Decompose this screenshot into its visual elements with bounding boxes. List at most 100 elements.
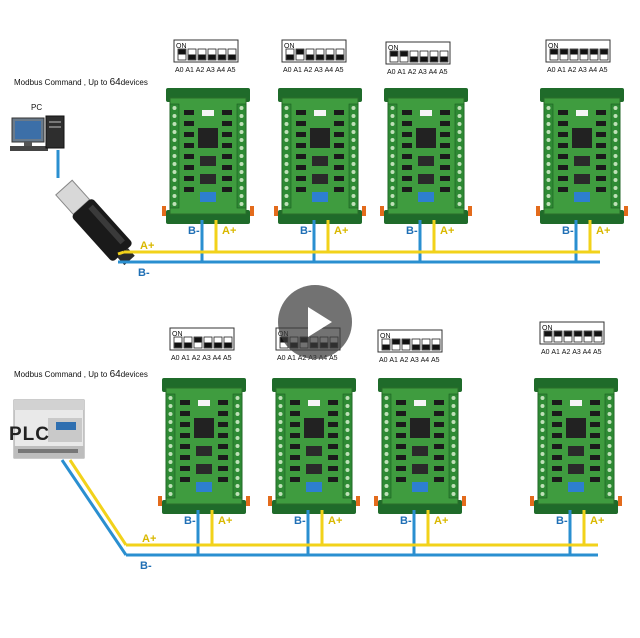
dip-switch-lever: [560, 49, 568, 55]
relay-chip: [328, 466, 338, 471]
dip-pin-label: A0: [283, 67, 292, 74]
relay-chip: [402, 132, 412, 137]
dip-switch-lever: [224, 342, 232, 348]
a-plus-label: A+: [218, 515, 232, 527]
ic-chip: [196, 464, 212, 474]
relay-chip: [434, 433, 444, 438]
a-plus-label: A+: [590, 515, 604, 527]
terminal-screw: [390, 130, 395, 134]
terminal-screw: [540, 420, 545, 424]
led-strip: [576, 110, 588, 116]
terminal-screw: [235, 484, 240, 488]
relay-chip: [218, 455, 228, 460]
terminal-screw: [235, 404, 240, 408]
relay-chip: [596, 154, 606, 159]
terminal-screw: [172, 186, 177, 190]
dip-switch-lever: [594, 331, 602, 337]
terminal-screw: [540, 460, 545, 464]
terminal-screw: [390, 186, 395, 190]
a-plus-label: A+: [334, 225, 348, 237]
terminal-screw: [457, 138, 462, 142]
relay-chip: [440, 143, 450, 148]
terminal-screw: [613, 106, 618, 110]
dip-switch-lever: [544, 331, 552, 337]
terminal-screw: [457, 162, 462, 166]
relay-chip: [222, 143, 232, 148]
relay-chip: [596, 143, 606, 148]
terminal-screw: [235, 396, 240, 400]
relay-chip: [590, 444, 600, 449]
relay-chip: [184, 143, 194, 148]
dip-switch-lever: [600, 49, 608, 55]
ic-chip: [200, 174, 216, 184]
dip-pin-label: A1: [557, 67, 566, 74]
bottom-caption-prefix: Modbus Command , Up to: [14, 370, 110, 379]
terminal-screw: [451, 420, 456, 424]
relay-chip: [402, 110, 412, 115]
terminal-screw: [451, 460, 456, 464]
relay-chip: [328, 433, 338, 438]
terminal-screw: [239, 178, 244, 182]
relay-chip: [558, 154, 568, 159]
terminal-screw: [384, 420, 389, 424]
relay-chip: [328, 411, 338, 416]
relay-chip: [434, 422, 444, 427]
relay-chip: [402, 143, 412, 148]
relay-chip: [396, 422, 406, 427]
terminal-screw: [613, 194, 618, 198]
terminal-screw: [546, 154, 551, 158]
dip-pin-label: A2: [562, 349, 571, 356]
terminal-screw: [390, 170, 395, 174]
play-video-button[interactable]: [278, 285, 352, 359]
terminal-screw: [278, 428, 283, 432]
relay-chip: [552, 433, 562, 438]
relay-chip: [184, 187, 194, 192]
relay-chip: [334, 176, 344, 181]
dip-pin-label: A2: [192, 355, 201, 362]
terminal-screw: [235, 436, 240, 440]
plc-label: PLC: [9, 424, 50, 445]
relay-chip: [180, 444, 190, 449]
terminal-screw: [613, 114, 618, 118]
relay-chip: [222, 132, 232, 137]
terminal-screw: [457, 130, 462, 134]
relay-chip: [222, 154, 232, 159]
terminal-screw: [168, 404, 173, 408]
dip-switch-lever: [410, 56, 418, 62]
mcu-chip: [410, 418, 430, 438]
terminal-screw: [284, 114, 289, 118]
dip-pin-label: A1: [181, 355, 190, 362]
dip-switch-lever: [208, 54, 216, 60]
dip-switch-lever: [430, 56, 438, 62]
terminal-screw: [540, 404, 545, 408]
relay-chip: [558, 187, 568, 192]
terminal-screw: [172, 170, 177, 174]
relay-chip: [184, 154, 194, 159]
dip-pin-label: A3: [202, 355, 211, 362]
relay-chip: [222, 165, 232, 170]
dip-switch-lever: [218, 54, 226, 60]
terminal-screw: [613, 170, 618, 174]
ic-chip: [312, 156, 328, 166]
io-module-board: [374, 378, 466, 514]
terminal-screw: [457, 202, 462, 206]
dip-on-label: ON: [172, 331, 183, 338]
dip-pin-label: A3: [410, 357, 419, 364]
bus-a-plus-label: A+: [140, 240, 154, 252]
dip-pin-label: A5: [329, 355, 338, 362]
terminal-screw: [351, 186, 356, 190]
terminal-screw: [384, 444, 389, 448]
terminal-screw: [239, 202, 244, 206]
relay-chip: [180, 466, 190, 471]
relay-chip: [558, 176, 568, 181]
relay-chip: [434, 411, 444, 416]
terminal-screw: [239, 154, 244, 158]
terminal-screw: [284, 162, 289, 166]
dip-switch-lever: [422, 344, 430, 350]
relay-chip: [180, 477, 190, 482]
terminal-screw: [384, 452, 389, 456]
terminal-screw: [546, 114, 551, 118]
dip-pin-label: A4: [217, 67, 226, 74]
